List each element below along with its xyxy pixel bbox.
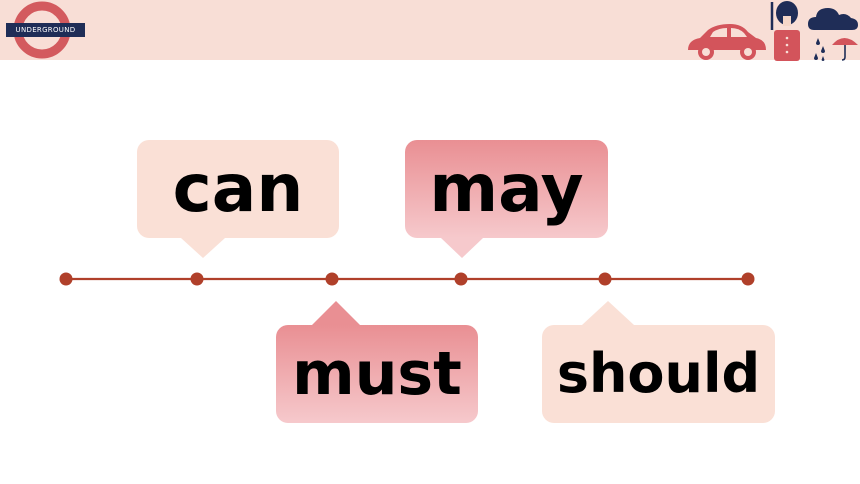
royal-guard-icon — [770, 1, 800, 61]
callout-tail — [312, 301, 360, 325]
callout-tail — [181, 238, 225, 258]
callout-tail — [582, 301, 634, 325]
word-may: may — [429, 150, 584, 227]
timeline-point — [325, 272, 339, 286]
timeline-point — [454, 272, 468, 286]
timeline-point — [598, 272, 612, 286]
rain-cloud-umbrella-icon — [808, 8, 858, 62]
underground-logo-label: UNDERGROUND — [15, 26, 76, 34]
word-should: should — [556, 342, 761, 405]
callout-can: can — [137, 140, 339, 258]
callout-tail — [441, 238, 483, 258]
underground-roundel-icon — [6, 1, 85, 59]
timeline-point — [190, 272, 204, 286]
callout-should: should — [542, 301, 775, 423]
word-can: can — [172, 150, 304, 227]
timeline — [59, 272, 755, 286]
timeline-point — [59, 272, 73, 286]
car-icon — [688, 24, 766, 60]
timeline-point — [741, 272, 755, 286]
callout-must: must — [276, 301, 478, 423]
word-must: must — [292, 339, 462, 409]
callout-may: may — [405, 140, 608, 258]
